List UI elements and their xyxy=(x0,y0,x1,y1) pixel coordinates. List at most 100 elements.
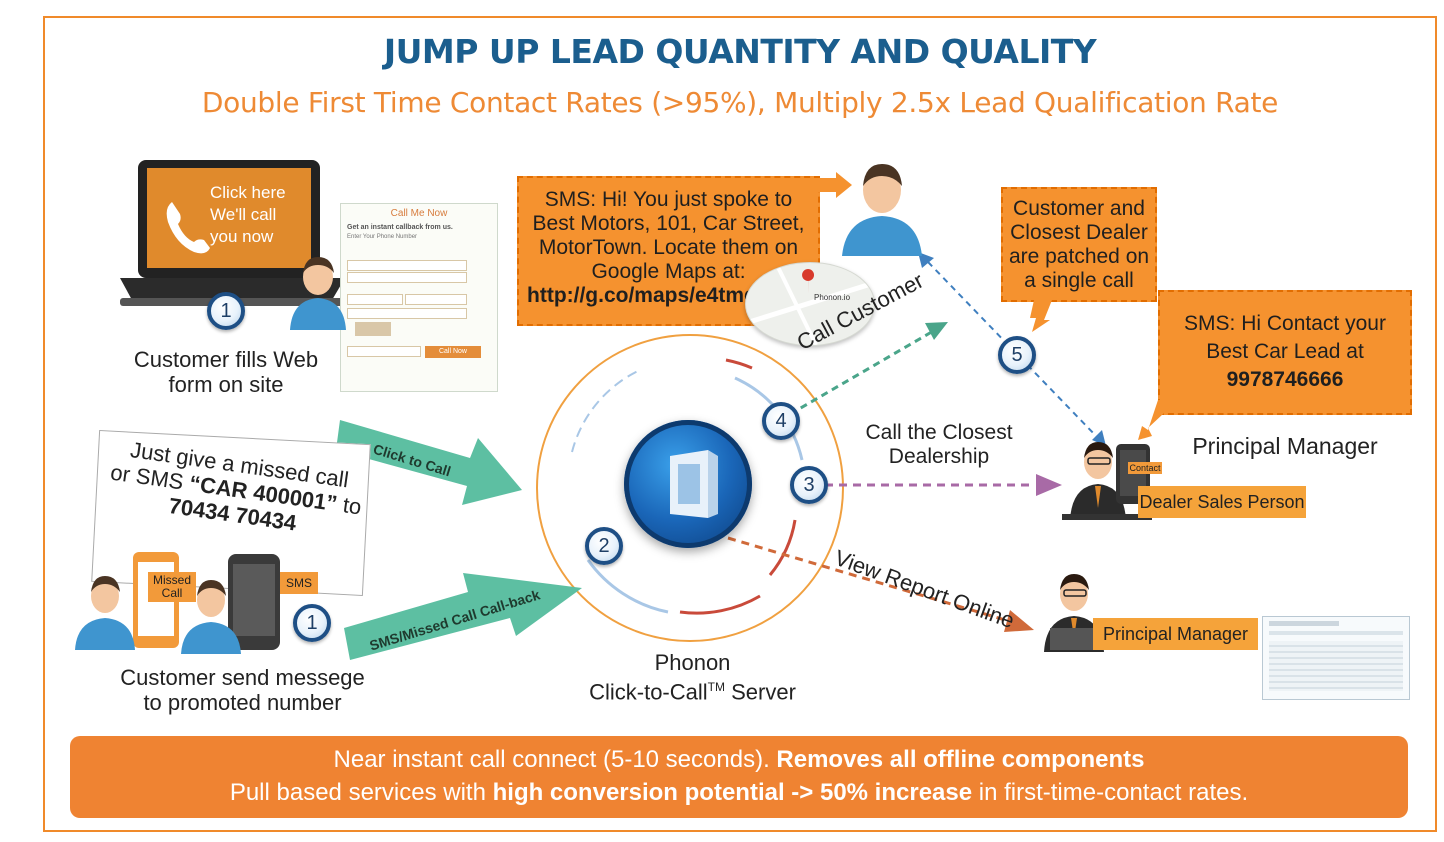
online-report-thumbnail xyxy=(1262,616,1410,700)
principal-manager-avatar-icon xyxy=(1044,574,1104,652)
laptop-illustration: Click here We'll call you now xyxy=(120,160,345,310)
bottom-line2-bold: high conversion potential -> 50% increas… xyxy=(492,779,973,806)
step-badge-1-web: 1 xyxy=(207,292,245,330)
server-orbit-ring xyxy=(536,334,844,642)
step-number: 1 xyxy=(306,612,318,634)
caption-line: Customer send messege xyxy=(120,665,365,690)
lead-phone-number: 9978746666 xyxy=(1226,368,1344,391)
map-thumbnail: Phonon.io xyxy=(745,262,875,346)
web-form-title: Call Me Now xyxy=(390,208,448,219)
view-report-line xyxy=(727,536,1013,624)
caption-line: Customer fills Web xyxy=(133,347,319,372)
bottom-line2-c: in first-time-contact rates. xyxy=(972,779,1249,806)
server-subtitle: Click-to-CallTM Server xyxy=(570,675,815,704)
call-customer-line xyxy=(779,328,936,422)
patched-line: Customer and xyxy=(1013,197,1145,220)
customer-top-avatar-icon xyxy=(842,164,922,256)
call-closest-line: Dealership xyxy=(888,445,990,468)
form-field xyxy=(347,294,403,305)
step-badge-3: 3 xyxy=(790,466,828,504)
call-dealer-arrowhead xyxy=(1036,474,1062,496)
form-field xyxy=(347,346,421,357)
patched-call-box: Customer and Closest Dealer are patched … xyxy=(1001,187,1157,302)
sms-tag: SMS xyxy=(280,572,318,594)
report-header xyxy=(1269,621,1339,626)
server-name: Phonon xyxy=(654,650,731,675)
web-form-heading: Get an instant callback from us. xyxy=(347,224,453,231)
lead-sms-box: SMS: Hi Contact your Best Car Lead at 99… xyxy=(1158,290,1412,415)
lead-line2: Best Car Lead at xyxy=(1206,340,1364,363)
missed-tag-line: Missed xyxy=(152,573,191,587)
patch-arrowhead-bottom xyxy=(1092,430,1106,446)
step-badge-2: 2 xyxy=(585,527,623,565)
map-label: Phonon.io xyxy=(814,293,851,302)
orbit-arc xyxy=(725,358,753,370)
step-badge-4: 4 xyxy=(762,402,800,440)
web-form-call-now-button: Call Now xyxy=(425,346,481,358)
bottom-line2: Pull based services with high conversion… xyxy=(70,776,1408,809)
sms-line: Google Maps at: xyxy=(591,260,746,283)
page-title: JUMP UP LEAD QUANTITY AND QUALITY xyxy=(383,32,1097,71)
patched-line: are patched on xyxy=(1008,245,1150,268)
web-form-card: Call Me Now Get an instant callback from… xyxy=(340,203,498,392)
sms-line: SMS: Hi! You just spoke to xyxy=(544,188,793,211)
web-form-prompt: Enter Your Phone Number xyxy=(347,234,418,240)
missed-tag-line: Call xyxy=(161,586,183,600)
contact-tag: Contact xyxy=(1128,462,1162,474)
orbit-arc xyxy=(571,369,641,453)
step-number: 3 xyxy=(803,474,815,496)
patched-box-pointer xyxy=(1030,300,1052,332)
server-tower-icon xyxy=(670,450,718,518)
laptop-screen-text: Click here We'll call you now xyxy=(210,182,310,248)
sms-box-pointer xyxy=(818,172,852,198)
lead-line1: SMS: Hi Contact your xyxy=(1184,312,1386,335)
bottom-line2-a: Pull based services with xyxy=(229,779,493,806)
bottom-line1-bold: Removes all offline components xyxy=(776,746,1145,773)
patched-line: a single call xyxy=(1024,269,1134,292)
principal-manager-bottom-label: Principal Manager xyxy=(1093,618,1258,650)
laptop-icon xyxy=(120,160,345,306)
step-badge-1-sms: 1 xyxy=(293,604,331,642)
sms-line: MotorTown. Locate them on xyxy=(538,236,799,259)
server-subtitle-pre: Click-to-Call xyxy=(589,679,708,705)
step-number: 2 xyxy=(598,535,610,557)
orbit-arc xyxy=(679,594,761,615)
sms-map-link: http://g.co/maps/e4tmq xyxy=(527,284,757,307)
bottom-line1-normal: Near instant call connect (5-10 seconds)… xyxy=(333,746,777,773)
step1-web-caption: Customer fills Web form on site xyxy=(110,347,342,397)
laptop-line: Click here xyxy=(210,183,286,202)
captcha-image xyxy=(355,322,391,336)
server-caption: Phonon Click-to-CallTM Server xyxy=(570,650,815,704)
server-subtitle-post: Server xyxy=(724,679,796,705)
server-icon xyxy=(624,420,752,548)
report-row xyxy=(1269,631,1403,635)
step-number: 4 xyxy=(775,410,787,432)
sms-callback-arrow xyxy=(344,573,582,660)
bottom-line1: Near instant call connect (5-10 seconds)… xyxy=(70,743,1408,776)
customer-avatar-icon xyxy=(290,257,346,330)
missed-call-line2-post: to xyxy=(335,491,364,520)
report-table xyxy=(1269,641,1403,691)
step-badge-5: 5 xyxy=(998,336,1036,374)
laptop-line: you now xyxy=(210,227,274,246)
step-number: 5 xyxy=(1011,344,1023,366)
infographic-frame xyxy=(43,16,1437,832)
map-roads xyxy=(746,263,874,345)
phones-illustration xyxy=(75,552,280,654)
click-to-call-arrow xyxy=(336,420,522,505)
caption-line: to promoted number xyxy=(143,690,342,715)
caption-line: form on site xyxy=(168,372,284,397)
view-report-arrowhead xyxy=(1004,610,1034,632)
patched-line: Closest Dealer xyxy=(1010,221,1148,244)
bottom-summary-bar: Near instant call connect (5-10 seconds)… xyxy=(70,736,1408,818)
page-subtitle: Double First Time Contact Rates (>95%), … xyxy=(201,86,1279,119)
step-number: 1 xyxy=(220,300,232,322)
form-field xyxy=(405,294,467,305)
form-field xyxy=(347,260,467,271)
sms-location-box: SMS: Hi! You just spoke to Best Motors, … xyxy=(517,176,820,326)
call-closest-label: Call the Closest Dealership xyxy=(850,421,1028,469)
call-closest-line: Call the Closest xyxy=(865,421,1013,444)
form-field xyxy=(347,272,467,283)
call-customer-arrowhead xyxy=(925,322,948,340)
